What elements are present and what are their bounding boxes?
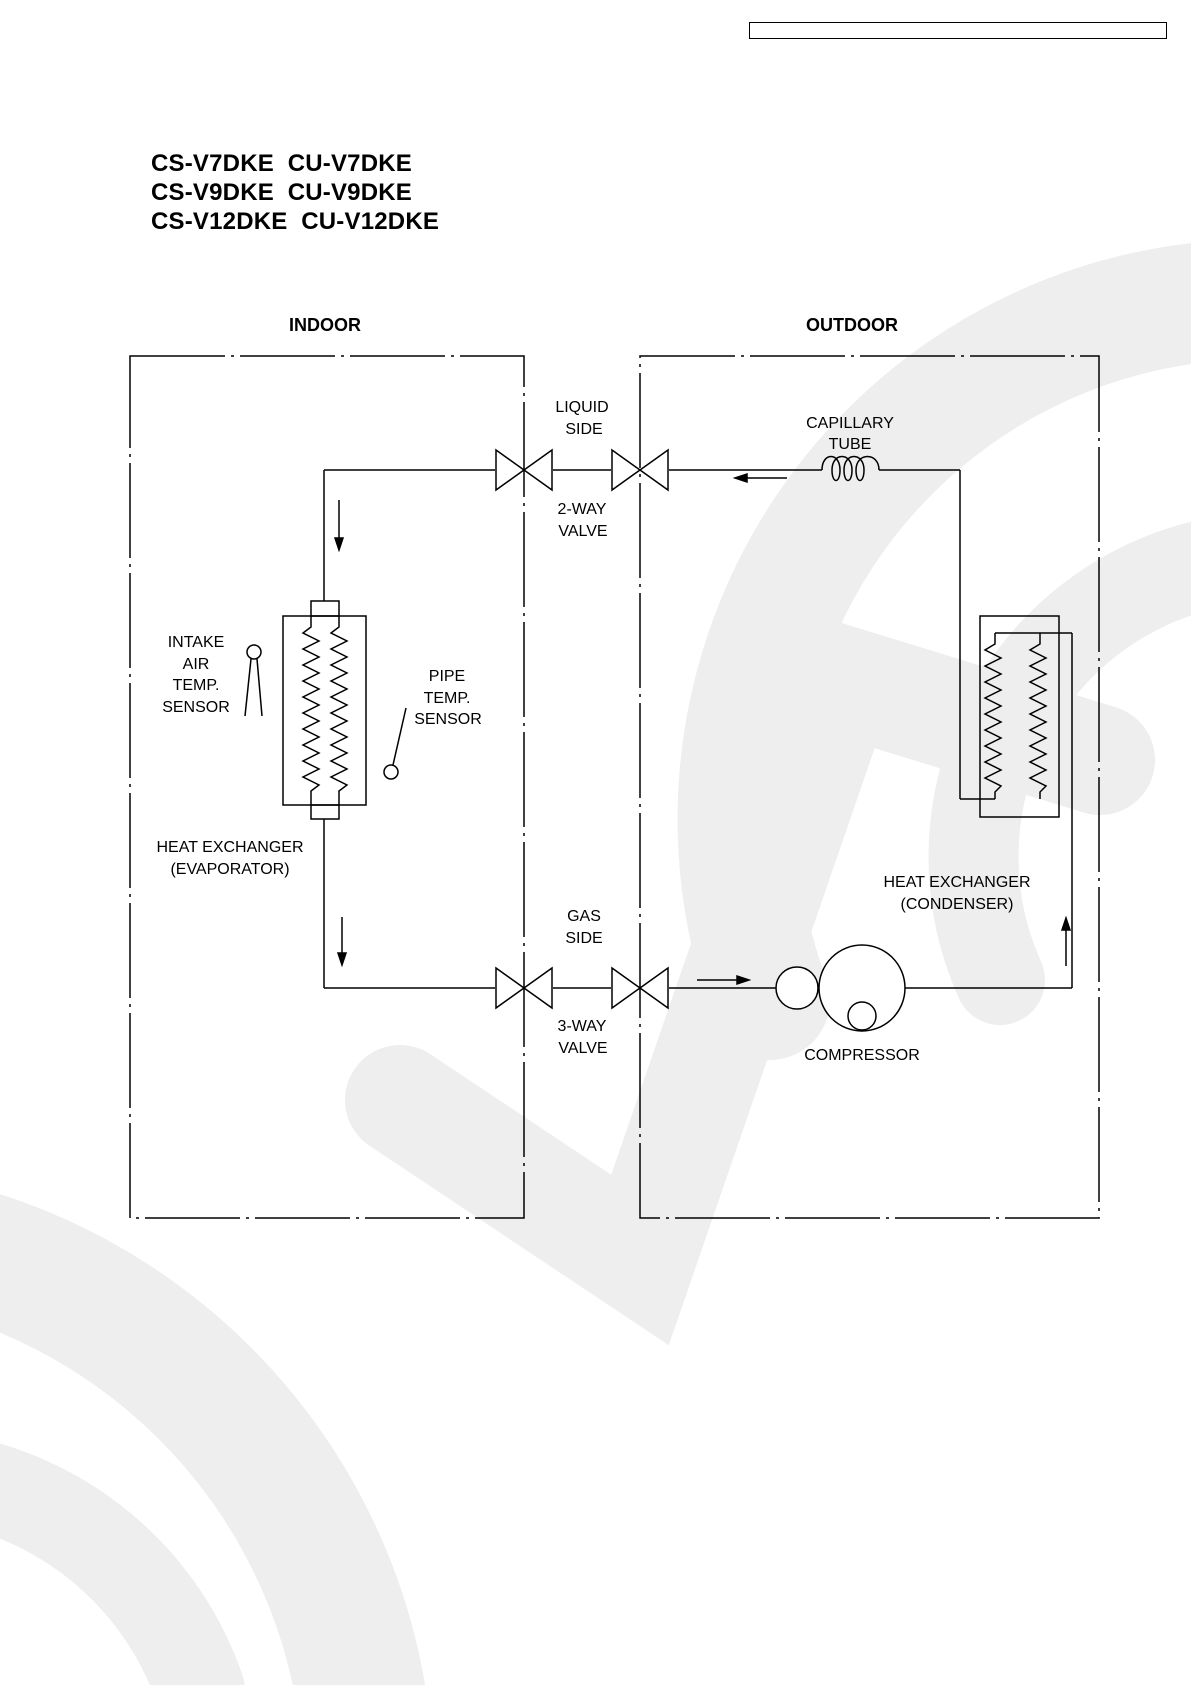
liquid-side-label-2: SIDE bbox=[565, 421, 602, 438]
outdoor-unit-boundary bbox=[640, 356, 1099, 1218]
condenser-label-1: HEAT EXCHANGER bbox=[884, 874, 1031, 891]
condenser-heat-exchanger bbox=[980, 616, 1059, 817]
two-way-valve-label-1: 2-WAY bbox=[558, 501, 607, 518]
gas-side-label-1: GAS bbox=[567, 908, 601, 925]
pipe-sensor-label-3: SENSOR bbox=[414, 711, 482, 728]
intake-sensor-label-4: SENSOR bbox=[162, 699, 230, 716]
condenser-label-2: (CONDENSER) bbox=[901, 896, 1014, 913]
pipe-temp-sensor bbox=[384, 708, 406, 779]
capillary-tube-coil bbox=[822, 457, 879, 481]
pipe-sensor-label-2: TEMP. bbox=[424, 690, 471, 707]
intake-sensor-label-2: AIR bbox=[183, 656, 210, 673]
compressor bbox=[776, 945, 905, 1031]
outdoor-heading: OUTDOOR bbox=[806, 315, 898, 335]
intake-air-temp-sensor bbox=[245, 645, 262, 716]
evaporator-heat-exchanger bbox=[283, 601, 366, 819]
compressor-label: COMPRESSOR bbox=[804, 1047, 920, 1064]
liquid-side-label-1: LIQUID bbox=[555, 399, 608, 416]
gas-side-label-2: SIDE bbox=[565, 930, 602, 947]
two-way-valve-label-2: VALVE bbox=[558, 523, 607, 540]
capillary-tube-label-2: TUBE bbox=[829, 436, 872, 453]
indoor-heading: INDOOR bbox=[289, 315, 361, 335]
evaporator-label-2: (EVAPORATOR) bbox=[170, 861, 289, 878]
evaporator-label-1: HEAT EXCHANGER bbox=[157, 839, 304, 856]
pipe-sensor-label-1: PIPE bbox=[429, 668, 465, 685]
capillary-tube-label-1: CAPILLARY bbox=[806, 415, 894, 432]
intake-sensor-label-1: INTAKE bbox=[168, 634, 225, 651]
three-way-valve-label-2: VALVE bbox=[558, 1040, 607, 1057]
intake-sensor-label-3: TEMP. bbox=[173, 677, 220, 694]
indoor-unit-boundary bbox=[130, 356, 524, 1218]
three-way-valve-label-1: 3-WAY bbox=[558, 1018, 607, 1035]
